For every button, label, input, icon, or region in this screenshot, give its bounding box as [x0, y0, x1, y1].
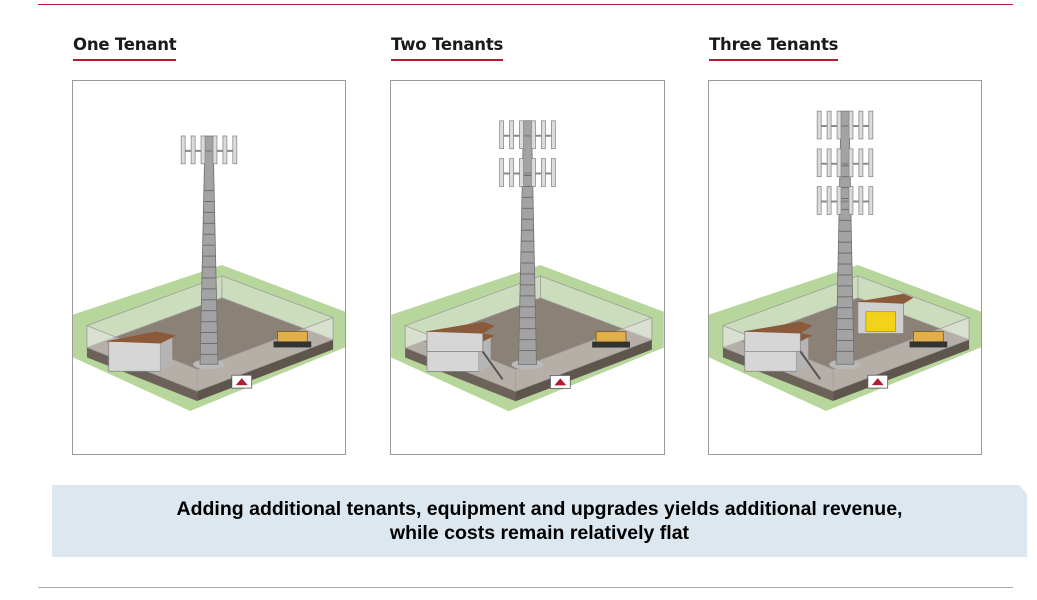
- panel-one-tenant: [72, 80, 346, 455]
- panel-title-two-tenants: Two Tenants: [391, 35, 503, 61]
- antenna-panel: [519, 120, 524, 150]
- cell-tower-site-illustration: [709, 110, 981, 411]
- antenna-panel: [509, 120, 514, 150]
- caption-line-1: Adding additional tenants, equipment and…: [176, 498, 903, 520]
- antenna-panel: [848, 110, 854, 140]
- generator-skid: [909, 341, 948, 348]
- top-divider: [38, 4, 1013, 5]
- equipment-shelter-side: [160, 335, 173, 372]
- antenna-panel: [232, 135, 238, 165]
- antenna-panel: [816, 186, 822, 215]
- shelter-stairs: [799, 350, 821, 380]
- raised-shelter: [426, 331, 484, 352]
- antenna-panel: [868, 148, 874, 178]
- antenna-panel: [180, 135, 186, 165]
- company-sign-logo-icon: [235, 378, 248, 386]
- raised-shelter-roof: [425, 321, 495, 334]
- company-sign-logo-icon: [554, 378, 567, 386]
- antenna-panel: [816, 110, 822, 140]
- antenna-panel: [858, 110, 864, 140]
- antenna-panel: [848, 186, 854, 215]
- raised-shelter-roof: [742, 321, 813, 334]
- antenna-panel: [550, 158, 556, 187]
- antenna-panel: [836, 110, 842, 140]
- antenna-panel: [550, 120, 556, 150]
- equipment-shelter-roof: [104, 331, 177, 344]
- raised-shelter: [744, 331, 801, 352]
- panel-two-tenants: [390, 80, 665, 455]
- antenna-panel: [848, 148, 854, 178]
- antenna-panel: [190, 135, 196, 165]
- antenna-panel: [868, 186, 874, 215]
- antenna-panel: [541, 158, 546, 187]
- pad-edge-right: [515, 339, 652, 402]
- antenna-panel: [826, 186, 832, 215]
- antenna-panel: [499, 158, 505, 187]
- antenna-panel: [858, 148, 864, 178]
- bottom-divider: [38, 587, 1013, 588]
- pad-edge-right: [197, 339, 334, 402]
- equipment-shelter: [108, 341, 161, 372]
- antenna-panel: [826, 110, 832, 140]
- antenna-panel: [212, 135, 218, 165]
- panel-three-tenants: [708, 80, 982, 455]
- panel-title-one-tenant: One Tenant: [73, 35, 177, 61]
- summary-caption-band: Adding additional tenants, equipment and…: [52, 485, 1027, 557]
- pad-edge-right: [833, 339, 970, 402]
- equipment-shelter-third-roof: [855, 293, 914, 304]
- antenna-panel: [836, 148, 842, 178]
- antenna-panel: [531, 158, 536, 187]
- antenna-panel: [509, 158, 514, 187]
- cell-tower-site-illustration: [73, 135, 345, 411]
- yellow-equipment-cabinet: [865, 311, 897, 332]
- antenna-panel: [816, 148, 822, 178]
- antenna-panel: [858, 186, 864, 215]
- shelter-stairs: [481, 350, 504, 380]
- antenna-panel: [200, 135, 206, 165]
- antenna-panel: [868, 110, 874, 140]
- antenna-panel: [541, 120, 546, 150]
- cell-tower-site-illustration: [391, 120, 664, 412]
- antenna-panel: [826, 148, 832, 178]
- generator-skid: [273, 341, 312, 348]
- panel-title-three-tenants: Three Tenants: [709, 35, 838, 61]
- caption-line-2: while costs remain relatively flat: [389, 522, 690, 544]
- generator-skid: [592, 341, 630, 348]
- antenna-panel: [836, 186, 842, 215]
- antenna-panel: [499, 120, 505, 150]
- company-sign-logo-icon: [871, 378, 884, 386]
- summary-caption: Adding additional tenants, equipment and…: [177, 497, 903, 545]
- monopole-tower: [518, 120, 537, 365]
- monopole-tower: [199, 135, 219, 365]
- antenna-panel: [222, 135, 228, 165]
- antenna-panel: [531, 120, 536, 150]
- antenna-panel: [519, 158, 524, 187]
